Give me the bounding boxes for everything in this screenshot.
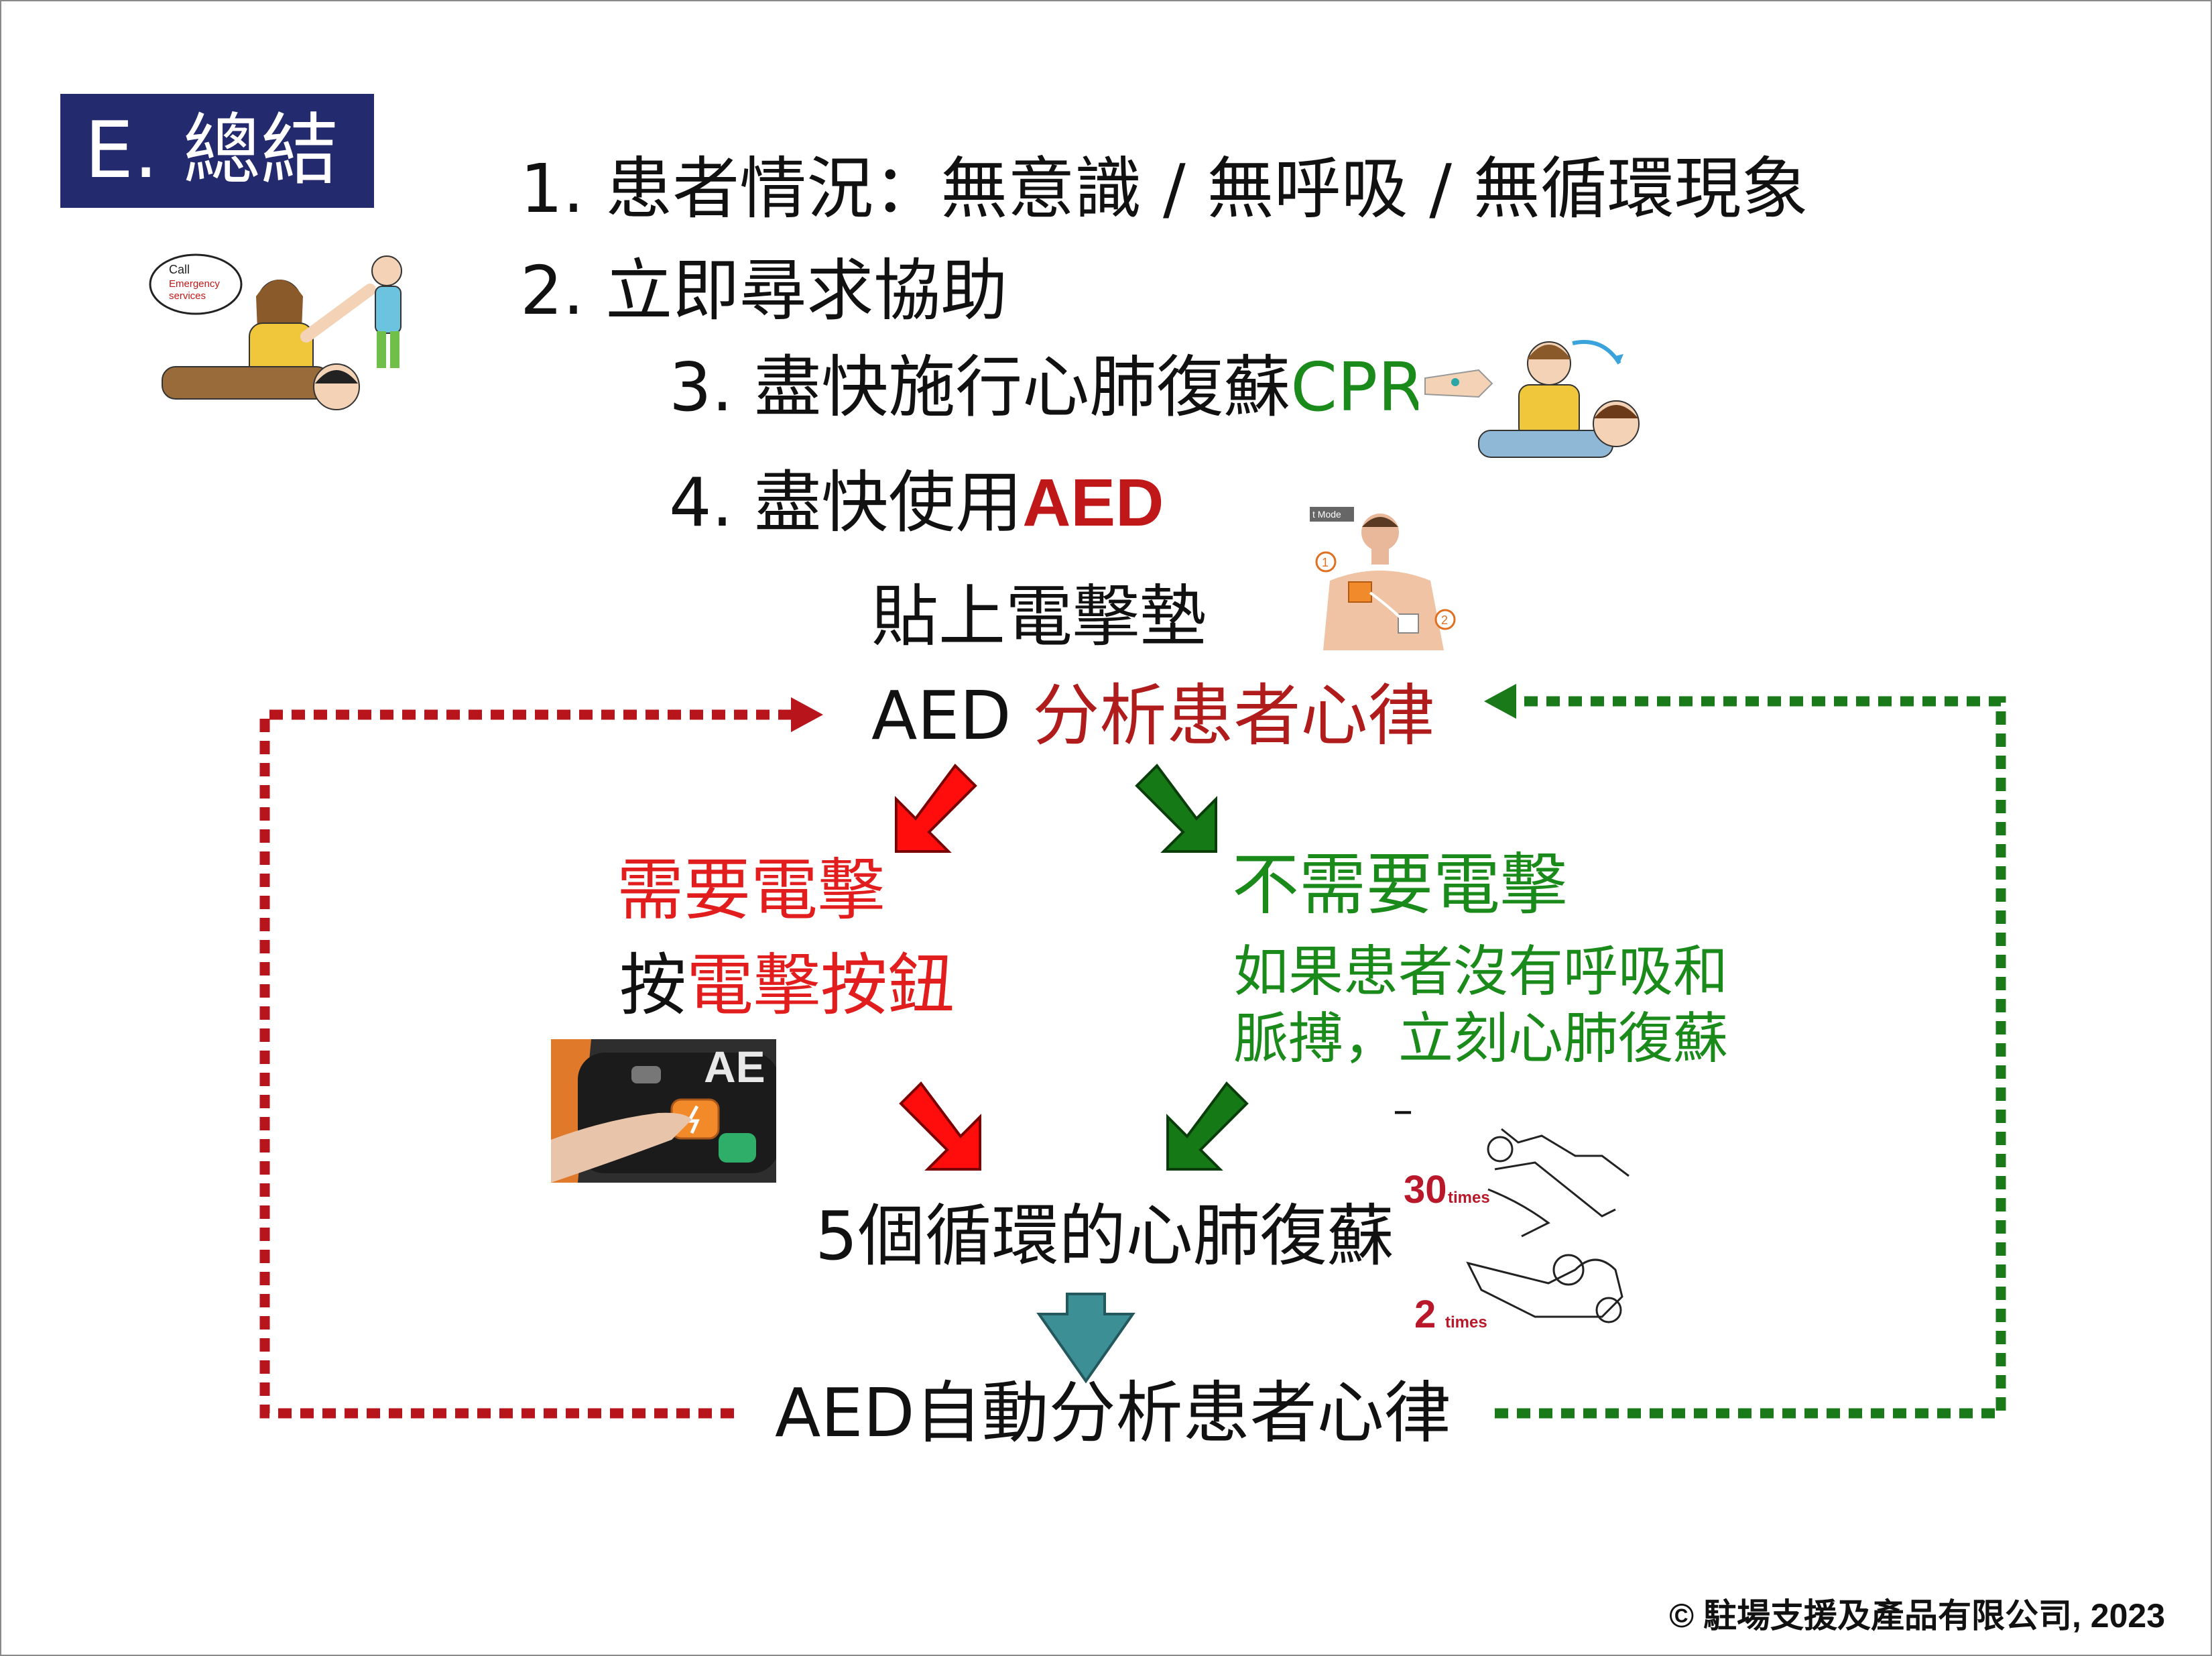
step-3: 3. 盡快施行心肺復蘇CPR — [669, 347, 1424, 428]
green-arrow-no-shock — [1135, 763, 1217, 853]
svg-text:Emergency: Emergency — [169, 278, 220, 290]
aed-pads-illustration: t Mode 1 2 — [1310, 507, 1468, 650]
step-3-text: 3. 盡快施行心肺復蘇 — [669, 348, 1291, 426]
no-shock-line-1: 如果患者沒有呼吸和 — [1233, 940, 1729, 1004]
green-loop-line — [1495, 696, 2006, 1419]
step-1: 1. 患者情況：無意識 / 無呼吸 / 無循環現象 — [520, 150, 1808, 228]
svg-text:services: services — [169, 290, 206, 302]
press-accent: 電擊按鈕 — [686, 946, 955, 1024]
red-arrow-shock — [895, 763, 977, 853]
press-prefix: 按 — [619, 946, 686, 1024]
svg-text:1: 1 — [1322, 556, 1329, 569]
svg-text:times: times — [1445, 1313, 1487, 1332]
svg-text:AE: AE — [704, 1042, 765, 1091]
svg-text:30: 30 — [1404, 1168, 1447, 1211]
svg-text:2: 2 — [1414, 1293, 1436, 1336]
step-3-cpr: CPR — [1290, 348, 1424, 426]
step-2: 2. 立即尋求協助 — [520, 251, 1008, 330]
analyze-rhythm-label: AED 分析患者心律 — [871, 676, 1434, 756]
shock-needed-label: 需要電擊 — [617, 851, 885, 929]
red-loop-arrowhead — [791, 697, 823, 732]
no-shock-line-2: 脈搏，立刻心肺復蘇 — [1233, 1007, 1729, 1071]
svg-text:times: times — [1448, 1189, 1490, 1207]
step-4-aed: AED — [1022, 465, 1164, 540]
red-arrow-to-cpr — [899, 1081, 981, 1171]
step-4: 4. 盡快使用AED — [669, 463, 1164, 543]
cpr-cycles-label: 5個循環的心肺復蘇 — [815, 1197, 1394, 1275]
teal-down-arrow — [1036, 1293, 1135, 1384]
cpr-illustration — [1418, 330, 1649, 471]
red-loop-line — [259, 709, 791, 1419]
attach-pads-label: 貼上電擊墊 — [871, 577, 1207, 656]
aed-shock-button-photo: AE — [551, 1039, 776, 1183]
emergency-call-illustration: Call Emergency services — [149, 249, 420, 413]
svg-text:t Mode: t Mode — [1312, 509, 1341, 520]
step-4-text: 4. 盡快使用 — [669, 463, 1023, 542]
green-loop-arrowhead — [1484, 684, 1516, 719]
slide-title: E. 總結 — [60, 94, 374, 208]
cpr-30-2-illustration: 30 times 2 times — [1401, 1116, 1642, 1340]
press-shock-label: 按電擊按鈕 — [619, 945, 955, 1026]
green-arrow-to-cpr — [1166, 1081, 1249, 1171]
analyze-prefix: AED — [871, 676, 1033, 755]
svg-text:2: 2 — [1441, 613, 1448, 627]
copyright: © 駐場支援及產品有限公司, 2023 — [1669, 1597, 2165, 1635]
svg-text:Call: Call — [169, 263, 190, 276]
analyze-accent: 分析患者心律 — [1032, 676, 1435, 755]
no-shock-label: 不需要電擊 — [1232, 845, 1567, 924]
auto-analyze-label: AED自動分析患者心律 — [775, 1374, 1451, 1452]
no-shock-instruction: 如果患者沒有呼吸和 脈搏，立刻心肺復蘇 — [1233, 939, 1728, 1073]
